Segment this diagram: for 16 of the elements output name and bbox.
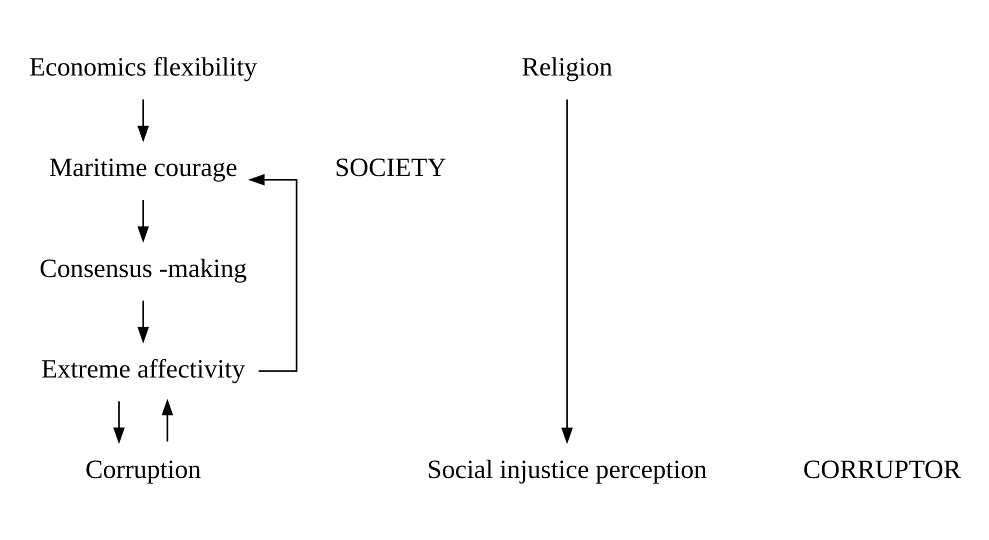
node-text: Extreme affectivity xyxy=(41,352,246,383)
arrow xyxy=(137,98,149,142)
node-text: Religion xyxy=(522,51,612,82)
node-text: Maritime courage xyxy=(49,152,238,182)
node-text: Corruption xyxy=(85,453,202,484)
label: SOCIETY xyxy=(334,152,446,182)
node-text: Economics flexibility xyxy=(29,51,258,82)
arrow xyxy=(113,400,125,444)
arrow xyxy=(248,174,298,372)
arrow xyxy=(561,99,573,444)
arrow xyxy=(137,200,149,242)
node-text: Social injustice perception xyxy=(427,453,707,484)
arrow xyxy=(137,300,149,343)
arrow xyxy=(162,398,174,442)
label: CORRUPTOR xyxy=(803,453,961,484)
node-text: Consensus -making xyxy=(40,252,247,282)
